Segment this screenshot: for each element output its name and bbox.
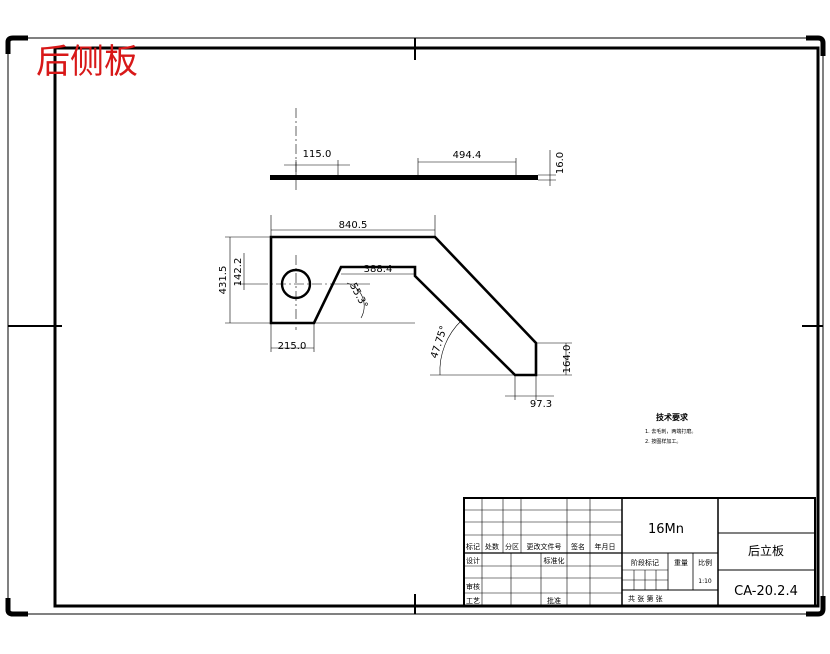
hdr-mark: 标记 [466, 542, 480, 551]
angle-55: 55.3° [347, 281, 370, 310]
dim-97: 97.3 [530, 399, 552, 410]
scale-value: 1:10 [698, 578, 712, 585]
dim-164: 164.0 [562, 345, 573, 374]
material: 16Mn [648, 522, 684, 537]
plate-top-view [270, 175, 538, 180]
technical-notes: 技术要求 1. 去毛刺，两端打磨。 2. 按图样加工。 [645, 412, 696, 445]
dim-16: 16.0 [555, 152, 566, 174]
part-name: 后立板 [748, 543, 784, 558]
hdr-date: 年月日 [595, 542, 616, 551]
dim-115: 115.0 [303, 149, 332, 160]
dim-431: 431.5 [218, 266, 229, 295]
hdr-count: 处数 [485, 542, 499, 551]
notes-title: 技术要求 [656, 412, 689, 422]
lbl-stage: 阶段标记 [631, 558, 659, 567]
centering-marks [8, 38, 823, 614]
angle-47: 47.75° [429, 325, 450, 360]
title-block-text: 16Mn 后立板 CA-20.2.4 1:10 标记 处数 分区 更改文件号 签… [466, 522, 798, 605]
lbl-process: 工艺 [466, 597, 480, 605]
part-outline [269, 235, 538, 377]
front-view [225, 215, 572, 400]
lbl-weight: 重量 [674, 559, 688, 567]
hdr-sign: 签名 [571, 542, 585, 551]
lbl-ratio: 比例 [698, 558, 712, 567]
corner-marks [5, 35, 826, 617]
outer-frame [7, 37, 824, 615]
lbl-approve: 批准 [547, 596, 561, 605]
hdr-doc: 更改文件号 [527, 542, 562, 551]
dim-142: 142.2 [233, 258, 244, 287]
dim-388: 388.4 [364, 264, 393, 275]
lbl-standard: 标准化 [544, 556, 565, 565]
dim-494: 494.4 [453, 150, 482, 161]
notes-line-2: 2. 按图样加工。 [645, 438, 681, 445]
drawing-number: CA-20.2.4 [734, 584, 798, 599]
notes-line-1: 1. 去毛刺，两端打磨。 [645, 428, 696, 435]
hdr-zone: 分区 [505, 542, 519, 551]
dim-215: 215.0 [278, 341, 307, 352]
drawing-title: 后侧板 [36, 42, 138, 82]
lbl-review: 审核 [466, 582, 480, 591]
title-block [463, 497, 816, 607]
inner-border [53, 46, 820, 608]
dim-840: 840.5 [339, 220, 368, 231]
lbl-sheets: 共 张 第 张 [628, 594, 663, 603]
front-view-dimensions: 840.5 431.5 142.2 388.4 55.3° 215.0 47.7… [218, 220, 573, 410]
top-view: 115.0 494.4 16.0 [270, 108, 566, 190]
lbl-design: 设计 [466, 556, 480, 565]
